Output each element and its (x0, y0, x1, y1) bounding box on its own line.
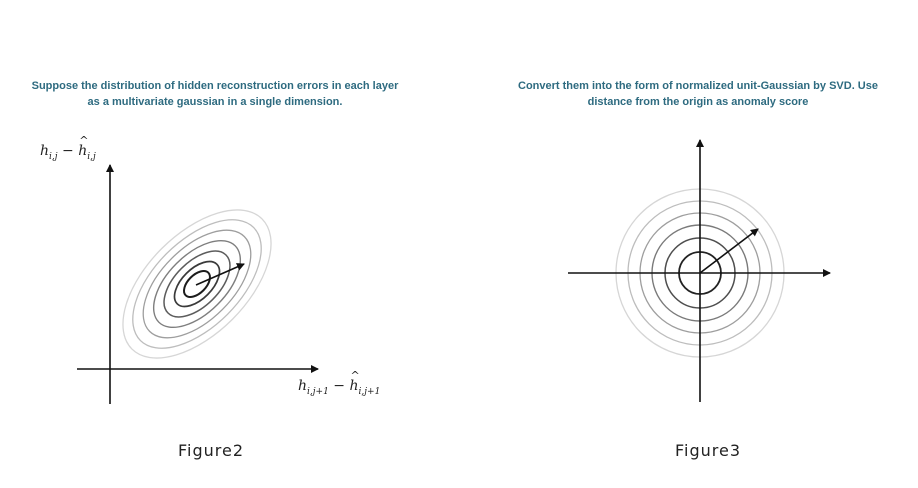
left-title-line-2: as a multivariate gaussian in a single d… (87, 96, 343, 108)
left-title-line-1: Suppose the distribution of hidden recon… (31, 80, 399, 92)
unit-gaussian-diagram (568, 139, 831, 402)
right-title-line-2: distance from the origin as anomaly scor… (587, 96, 809, 108)
left-contour-2 (132, 219, 262, 349)
left-y-axis-label: hi,j − ^hi,j (40, 134, 96, 162)
left-x-axis-label: hi,j+1 − ^hi,j+1 (298, 369, 381, 397)
left-contour-6 (173, 260, 221, 308)
left-contour-4 (152, 239, 242, 329)
right-score-arrow (699, 228, 759, 274)
right-title-line-1: Convert them into the form of normalized… (518, 80, 878, 92)
left-contour-ellipses (122, 209, 272, 359)
left-contour-7 (183, 270, 211, 298)
left-contour-5 (163, 250, 231, 318)
left-contour-1 (122, 209, 272, 359)
correlated-gaussian-diagram (77, 164, 319, 404)
left-panel-title: Suppose the distribution of hidden recon… (0, 78, 430, 110)
left-contour-3 (142, 229, 252, 339)
figure2-caption: Figure2 (177, 441, 245, 460)
left-score-arrow (195, 263, 245, 286)
right-panel-title: Convert them into the form of normalized… (480, 78, 916, 110)
figure3-caption: Figure3 (674, 441, 742, 460)
